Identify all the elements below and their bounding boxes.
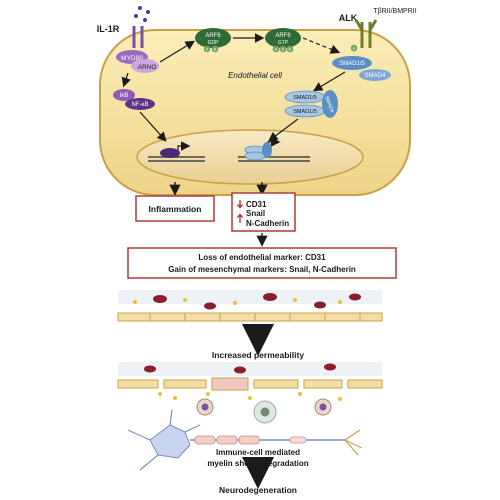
p-label: P <box>275 47 278 52</box>
neurodegeneration-label: Neurodegeneration <box>219 485 297 495</box>
arf6-gdp-label-2: GDP <box>208 40 220 46</box>
smad4-label: SMAD4 <box>365 73 386 79</box>
ncadherin-label: N-Cadherin <box>246 219 289 228</box>
il1-ligand-dots-icon <box>134 6 150 22</box>
leaked-solutes-2 <box>158 392 342 401</box>
vessel-lumen-2 <box>118 362 382 376</box>
gdp-phosphate-icon: P P <box>203 45 219 53</box>
arno-label: ARNO <box>138 64 157 71</box>
nfkb-node <box>125 98 155 110</box>
down-arrow-icon <box>236 200 244 209</box>
arrow-arno-to-arf6gdp <box>159 40 196 63</box>
solutes-1 <box>133 298 342 305</box>
endothelial-cell-label: Endothelial cell <box>228 71 282 80</box>
p-label: P <box>214 47 217 52</box>
il1r-label: IL-1R <box>97 24 120 34</box>
arf6-gtp-label-2: GTP <box>278 40 289 46</box>
immune-label-1: Immune-cell mediated <box>216 448 300 457</box>
permeability-label: Increased permeability <box>212 350 304 360</box>
arrow-myd88-to-ikb <box>121 72 131 88</box>
summary-line-2: Gain of mesenchymal markers: Snail, N-Ca… <box>168 265 356 274</box>
p-label: P <box>282 47 285 52</box>
myd88-label: MYD88 <box>121 55 143 62</box>
arrow-complex-to-nucleus <box>268 118 299 142</box>
snail-label: Snail <box>246 209 265 218</box>
il1r-receptor-icon <box>132 26 144 48</box>
immune-label-2: myelin sheath degradation <box>207 459 308 468</box>
dashed-arrow-arf6gtp-to-alk <box>302 37 341 54</box>
p-label: P <box>289 47 292 52</box>
smad4-node <box>359 69 391 81</box>
nfkb-on-dna-icon <box>160 148 180 158</box>
immune-cells <box>196 398 332 424</box>
cd31-label: CD31 <box>246 200 267 209</box>
arf6-gtp-label-1: ARF6 <box>275 33 291 39</box>
smad-complex-on-dna-icon <box>244 142 272 161</box>
dna-left <box>148 156 205 162</box>
neuron-icon <box>127 409 201 471</box>
arf6-gtp-node <box>265 28 301 48</box>
ikb-node <box>113 89 135 101</box>
junctions-1 <box>149 313 361 321</box>
ikb-label: IκB <box>120 93 129 99</box>
complex-smad15-top: SMAD1/5 <box>293 95 317 101</box>
complex-smad15-bottom: SMAD1/5 <box>293 109 317 115</box>
endothelial-layer-2 <box>117 377 383 391</box>
inflammation-label: Inflammation <box>149 204 202 214</box>
markers-box <box>231 192 296 232</box>
endothelial-layer-1 <box>117 312 383 322</box>
summary-box <box>127 247 397 279</box>
nfkb-label: NF-κB <box>132 102 149 108</box>
alk-receptor-icon <box>354 19 378 48</box>
red-blood-cells-2 <box>144 363 336 374</box>
complex-smad4: SMAD4 <box>323 95 335 113</box>
smad-complex <box>284 90 338 118</box>
up-arrow-icon <box>236 213 244 223</box>
red-blood-cells-1 <box>153 293 361 310</box>
arno-node <box>131 59 159 73</box>
alk-phosphate-icon: P <box>350 44 358 52</box>
arrow-smad-to-complex <box>312 71 346 92</box>
alk-label: ALK <box>339 13 358 23</box>
smad15-label: SMAD1/5 <box>339 61 365 67</box>
arf6-gdp-node <box>195 28 231 48</box>
summary-line-1: Loss of endothelial marker: CD31 <box>198 253 326 262</box>
smad15-node <box>332 56 372 70</box>
p-label: P <box>353 46 356 51</box>
arrow-nfkb-to-nucleus <box>139 111 167 142</box>
axon-myelin <box>190 429 363 456</box>
tgfb-receptor-label: TβRII/BMPRII <box>373 8 416 15</box>
inflammation-box <box>135 195 215 222</box>
p-label: P <box>206 47 209 52</box>
gtp-phosphate-icon: P P P <box>272 45 294 53</box>
arf6-gdp-label-1: ARF6 <box>205 33 221 39</box>
